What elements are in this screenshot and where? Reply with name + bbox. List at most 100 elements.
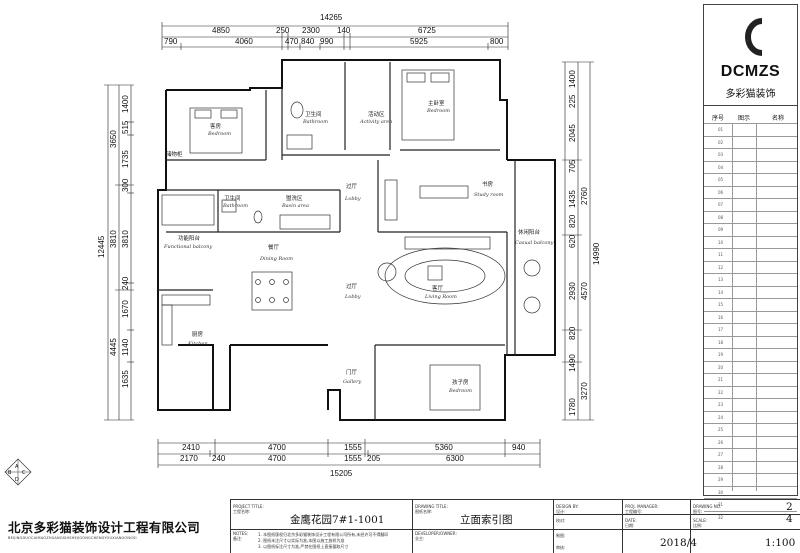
svg-text:790: 790 <box>164 37 178 46</box>
index-row: 02 <box>704 135 797 149</box>
svg-text:B: B <box>8 470 12 476</box>
svg-text:4700: 4700 <box>268 454 286 463</box>
right-dimension-text: 1400 225 2045 705 1435 820 620 4570 820 … <box>568 70 601 416</box>
index-row-number: 30 <box>718 489 724 495</box>
index-row-number: 29 <box>718 477 724 482</box>
svg-text:1400: 1400 <box>121 95 130 113</box>
svg-text:Casual balcony: Casual balcony <box>515 240 554 246</box>
date-value: 2018/4 <box>660 537 697 549</box>
floor-plan: 客房 Bedroom 卫生间 Bathroom 活动区 Activity are… <box>97 13 601 478</box>
svg-text:205: 205 <box>367 454 381 463</box>
room-label-casual: 休闲阳台 <box>518 228 541 236</box>
index-row: 29 <box>704 473 797 486</box>
svg-text:3810: 3810 <box>121 230 130 248</box>
svg-text:1490: 1490 <box>568 354 577 372</box>
svg-text:620: 620 <box>568 234 577 248</box>
right-dimension-lines <box>562 61 594 421</box>
svg-text:990: 990 <box>320 37 334 46</box>
svg-text:1670: 1670 <box>121 300 130 318</box>
index-row: 06 <box>704 185 797 199</box>
index-row-number: 28 <box>718 464 724 470</box>
index-row-number: 05 <box>718 177 724 182</box>
svg-text:1435: 1435 <box>568 190 577 208</box>
svg-text:C: C <box>747 40 748 42</box>
room-label-kitchen: 厨房 <box>192 330 204 338</box>
svg-text:820: 820 <box>568 214 577 228</box>
index-row: 12 <box>704 260 797 274</box>
brand-name-cn: 多彩猫装饰 <box>725 89 776 100</box>
room-label-living: 客厅 <box>432 284 444 292</box>
svg-text:15205: 15205 <box>330 469 353 478</box>
index-row: 30 <box>704 485 797 499</box>
bottom-dimension-text: 2410 4700 1555 5360 940 2170 240 4700 15… <box>180 443 526 478</box>
index-row-number: 16 <box>718 314 724 320</box>
index-row: 18 <box>704 335 797 349</box>
svg-text:1555: 1555 <box>344 443 362 452</box>
index-row-number: 01 <box>718 127 724 132</box>
index-row-number: 17 <box>718 327 724 332</box>
svg-text:2410: 2410 <box>182 443 200 452</box>
furniture <box>161 69 541 411</box>
top-dimension-text: 14265 4850 250 2300 140 6725 790 4060 47… <box>164 13 504 46</box>
top-dimension-lines <box>161 22 509 50</box>
svg-text:4445: 4445 <box>109 338 118 356</box>
svg-text:14265: 14265 <box>320 13 343 22</box>
index-row: 21 <box>704 373 797 386</box>
index-row-number: 11 <box>718 252 724 257</box>
index-row: 20 <box>704 360 797 374</box>
room-label-study: 书房 <box>482 180 494 188</box>
svg-text:240: 240 <box>212 454 226 463</box>
room-label-child: 孩子房 <box>452 378 469 386</box>
svg-text:Functional balcony: Functional balcony <box>163 244 213 250</box>
svg-text:1555: 1555 <box>344 454 362 463</box>
svg-text:3270: 3270 <box>580 382 589 400</box>
index-row: 08 <box>704 210 797 224</box>
index-row: 23 <box>704 398 797 411</box>
index-row: 07 <box>704 198 797 211</box>
svg-text:225: 225 <box>568 94 577 108</box>
index-row-number: 13 <box>718 277 724 282</box>
index-row-number: 08 <box>718 214 724 220</box>
svg-text:800: 800 <box>490 37 504 46</box>
svg-text:4700: 4700 <box>268 443 286 452</box>
left-dimension-text: 12445 1400 515 1735 300 3810 240 1670 11… <box>97 95 130 388</box>
svg-text:515: 515 <box>121 120 130 134</box>
scale-value: 1:100 <box>765 537 796 549</box>
index-row-number: 19 <box>718 352 724 357</box>
index-row: 13 <box>704 273 797 286</box>
svg-text:300: 300 <box>121 178 130 192</box>
svg-text:4570: 4570 <box>580 282 589 300</box>
svg-text:2760: 2760 <box>580 187 589 205</box>
svg-text:14990: 14990 <box>592 242 601 265</box>
index-row-number: 10 <box>718 239 724 245</box>
index-row-number: 15 <box>718 302 724 307</box>
c-logo-icon: C <box>745 18 763 56</box>
room-label-guest: 客房 <box>210 122 222 130</box>
project-name: 金鹰花园7#1-1001 <box>290 514 385 526</box>
index-row: 19 <box>704 348 797 361</box>
index-row: 28 <box>704 460 797 474</box>
svg-text:250: 250 <box>276 26 290 35</box>
svg-text:D: D <box>15 477 19 483</box>
index-row-number: 18 <box>718 339 724 345</box>
svg-text:6300: 6300 <box>446 454 464 463</box>
svg-text:4060: 4060 <box>235 37 253 46</box>
svg-text:705: 705 <box>568 159 577 173</box>
index-row-number: 06 <box>718 189 724 195</box>
index-row-number: 27 <box>718 452 724 457</box>
svg-text:840: 840 <box>301 37 315 46</box>
svg-text:2045: 2045 <box>568 124 577 142</box>
room-label-storage: 储物柜 <box>166 150 183 158</box>
index-row: 27 <box>704 448 797 461</box>
bottom-dimension-lines <box>157 439 541 468</box>
index-row: 01 <box>704 123 797 136</box>
svg-text:5360: 5360 <box>435 443 453 452</box>
room-label-gallery: 门厅 <box>346 368 358 376</box>
svg-text:Lobby: Lobby <box>344 196 361 202</box>
svg-text:2300: 2300 <box>302 26 320 35</box>
index-row-number: 32 <box>718 514 724 520</box>
index-row-number: 20 <box>718 364 724 370</box>
room-label-lobby2: 过厅 <box>346 282 358 290</box>
